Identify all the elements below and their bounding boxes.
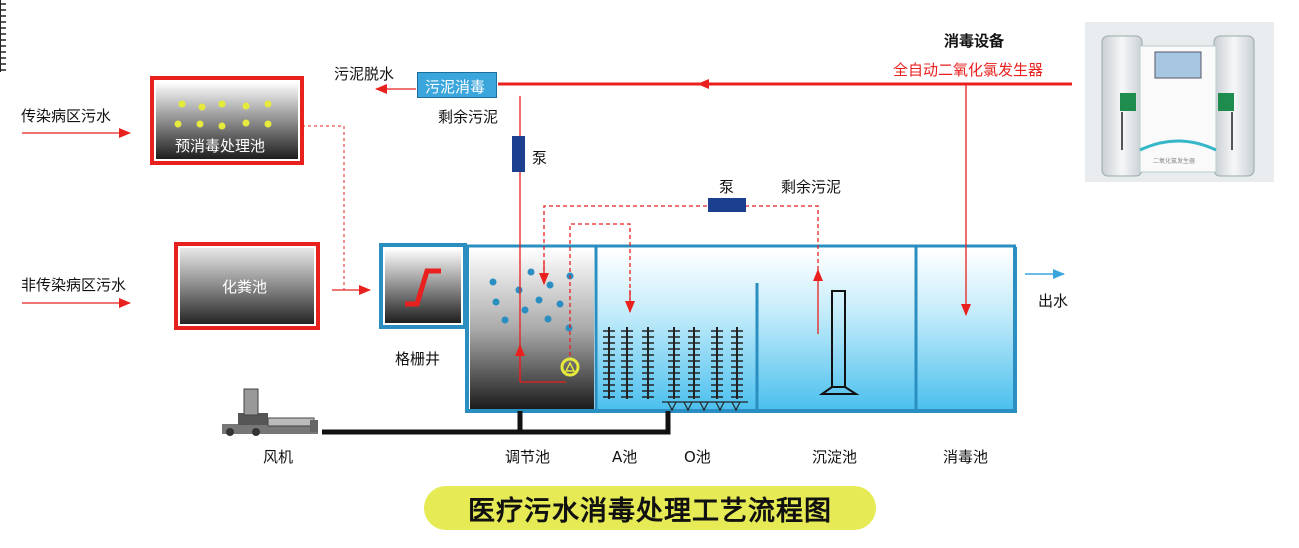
- regulating-tank-label: 调节池: [505, 448, 551, 466]
- residual-sludge-left-label: 剩余污泥: [438, 108, 499, 126]
- pump-left-label: 泵: [532, 149, 548, 167]
- pump-left-icon: [512, 136, 525, 172]
- residual-sludge-right-label: 剩余污泥: [781, 178, 842, 196]
- pump-right-icon: [708, 198, 746, 212]
- pump-right-label: 泵: [719, 178, 735, 196]
- submersible-pump-icon: [560, 357, 580, 377]
- equipment-name: 全自动二氧化氯发生器: [893, 61, 1044, 79]
- blower-icon: [222, 388, 318, 436]
- sludge-dewatering-label: 污泥脱水: [334, 65, 395, 83]
- equipment-header: 消毒设备: [944, 32, 1005, 50]
- septic-tank-label: 化粪池: [222, 278, 268, 296]
- treatment-basin: [464, 244, 1017, 413]
- a-tank-label: A池: [612, 448, 638, 466]
- diagram-title-banner: 医疗污水消毒处理工艺流程图: [424, 486, 876, 530]
- non-infectious-input-label: 非传染病区污水: [21, 276, 127, 294]
- screen-well: [379, 243, 467, 329]
- settling-tank-label: 沉淀池: [812, 448, 858, 466]
- pre-disinfection-tank: [150, 76, 304, 165]
- machine-panel-label: 二氧化氯发生器: [1153, 158, 1196, 165]
- o-tank-label: O池: [684, 448, 711, 466]
- chlorine-dioxide-generator-icon: [1085, 22, 1274, 182]
- blower-label: 风机: [263, 448, 294, 466]
- pre-disinfection-label: 预消毒处理池: [175, 137, 266, 155]
- diagram-title: 医疗污水消毒处理工艺流程图: [468, 495, 832, 527]
- screen-well-label: 格栅井: [395, 350, 441, 368]
- infectious-input-label: 传染病区污水: [21, 107, 112, 125]
- sludge-disinfection-box: 污泥消毒: [417, 72, 497, 98]
- sludge-disinfection-label: 污泥消毒: [425, 78, 486, 96]
- settling-tube: [818, 290, 860, 395]
- air-pipe: [322, 411, 671, 435]
- outlet-label: 出水: [1038, 292, 1069, 310]
- aerator-grid: [662, 401, 748, 412]
- septic-tank: [174, 242, 320, 330]
- aeration-bubbles: [489, 268, 574, 332]
- disinfection-tank-label: 消毒池: [943, 448, 989, 466]
